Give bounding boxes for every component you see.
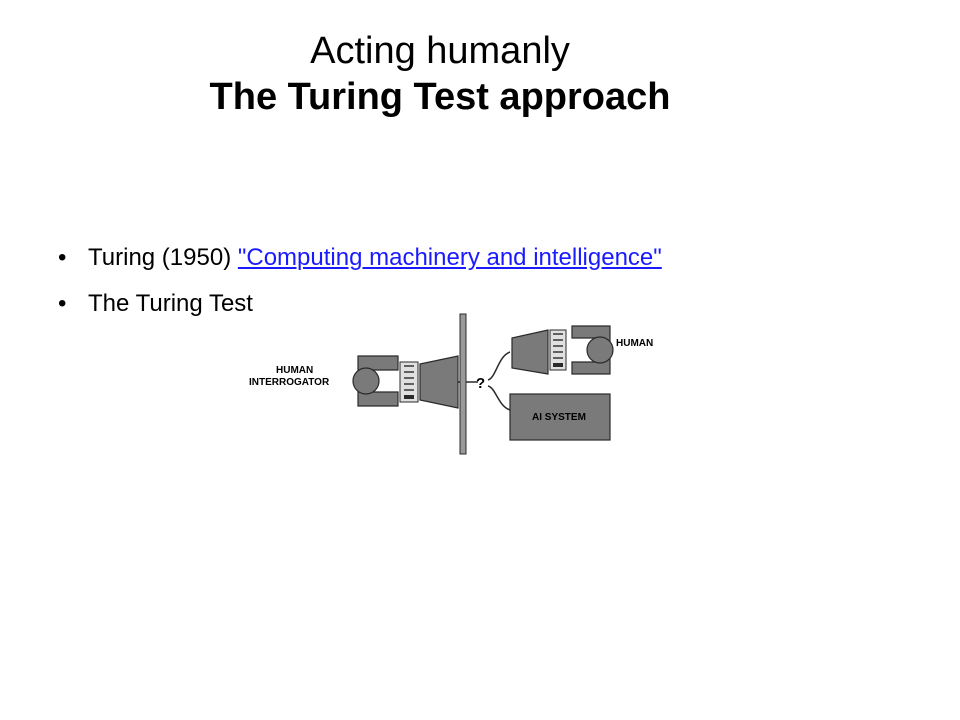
connection-to-human [487,351,511,381]
bullet-dot-icon: • [58,290,67,317]
interrogator-label-line1: HUMAN [276,365,313,376]
interrogator-head-icon [352,367,380,395]
title-line-2: The Turing Test approach [209,76,671,119]
ai-system-label: AI SYSTEM [532,412,586,423]
human-label: HUMAN [616,338,653,349]
connection-to-ai [487,385,511,411]
human-terminal-icon [511,329,549,375]
title-line-1: Acting humanly [310,30,570,72]
paper-link[interactable]: "Computing machinery and intelligence" [237,244,662,271]
interrogator-label-line2: INTERROGATOR [249,377,330,388]
ai-system-box [509,393,611,441]
slide-title: Acting humanly The Turing Test approach [0,28,880,121]
human-keyboard-icon [549,329,567,371]
dividing-wall [459,313,467,455]
interrogator-keyboard-icon [399,361,419,403]
human-head-icon [586,336,614,364]
bullet-text: Turing (1950) [88,244,238,271]
interrogator-terminal-icon [419,355,459,409]
question-mark: ? [476,375,485,392]
bullet-dot-icon: • [58,244,67,271]
bullet-item-turing-1950: • Turing (1950) "Computing machinery and… [58,236,662,282]
bullet-list: • Turing (1950) "Computing machinery and… [58,236,662,328]
turing-test-diagram: HUMAN INTERROGATOR ? [249,313,653,455]
bullet-item-turing-test: • The Turing Test [58,282,662,328]
bullet-text: The Turing Test [88,290,253,317]
